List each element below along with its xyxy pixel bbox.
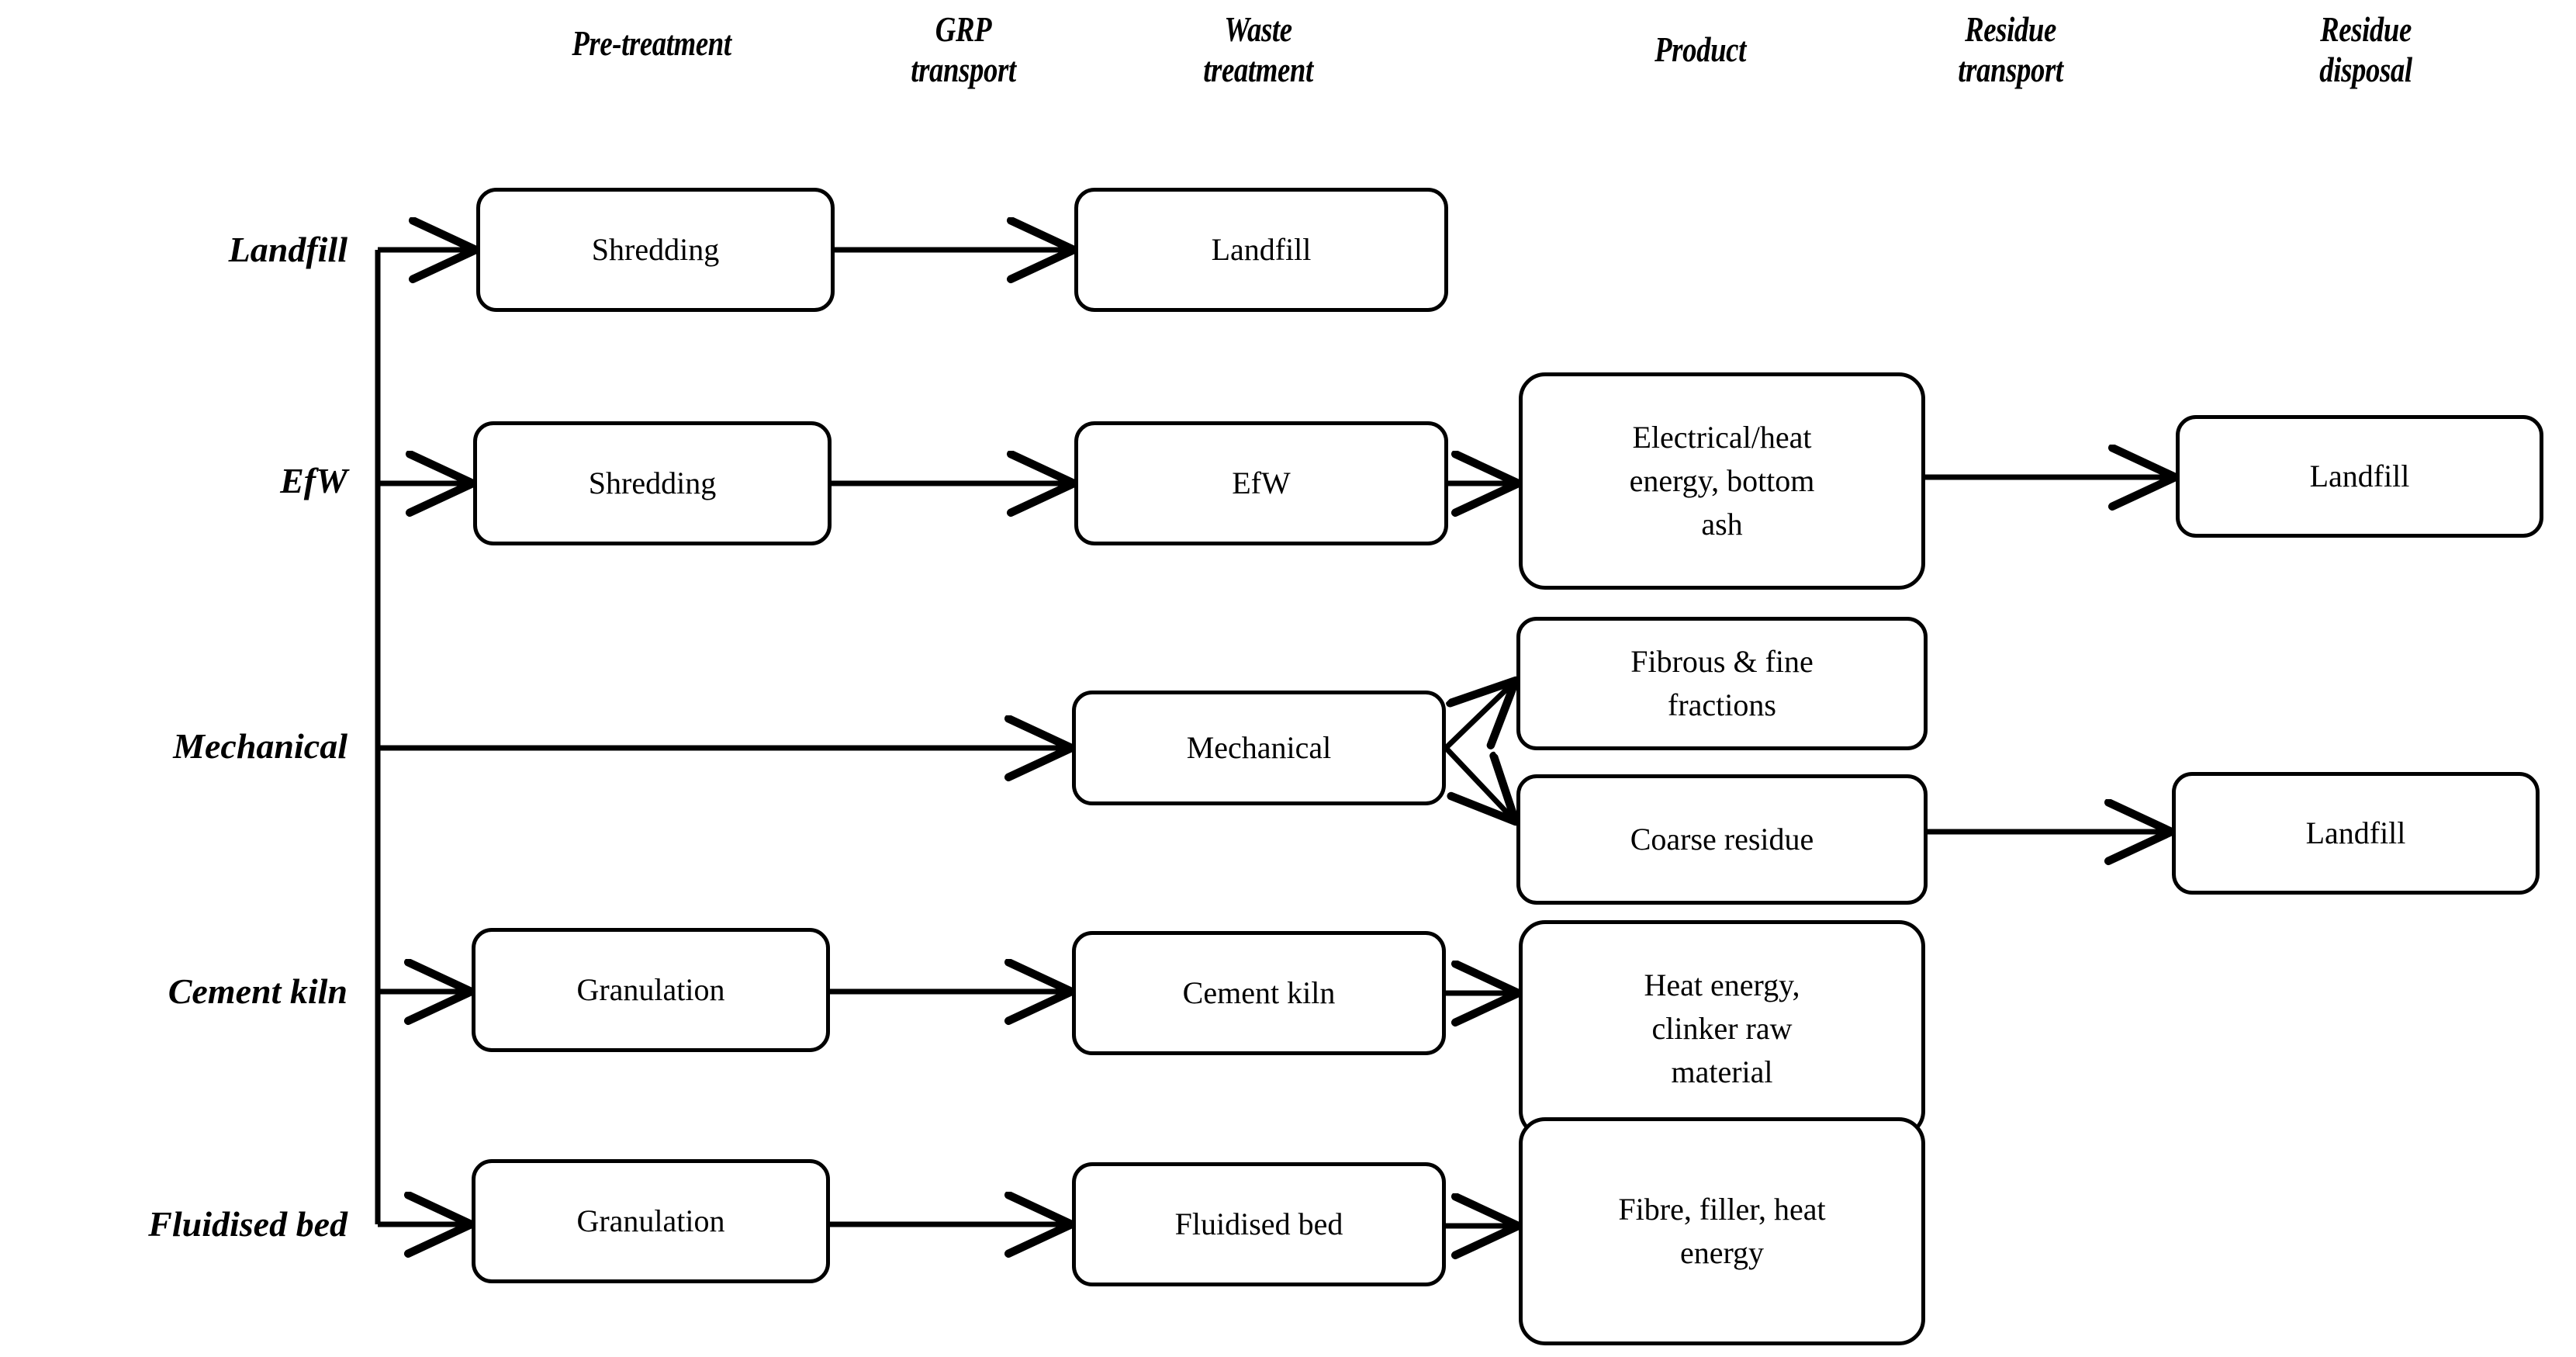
column-header-residue-disposal: Residue disposal	[2319, 9, 2412, 89]
node-landfill-treatment[interactable]: Landfill	[1074, 188, 1448, 312]
row-label-landfill: Landfill	[228, 230, 348, 269]
node-label: Shredding	[591, 232, 720, 267]
node-label: EfW	[1232, 466, 1291, 500]
node-mechanical-treatment[interactable]: Mechanical	[1072, 691, 1446, 805]
node-label: Mechanical	[1186, 730, 1332, 765]
node-cement-product[interactable]: Heat energy, clinker raw material	[1519, 920, 1925, 1137]
node-granulation-fluidised[interactable]: Granulation	[472, 1159, 830, 1283]
column-header-residue-transport: Residue transport	[1958, 9, 2063, 89]
column-header-grp-transport: GRP transport	[911, 9, 1016, 89]
row-label-mechanical: Mechanical	[173, 726, 348, 766]
node-shredding-landfill[interactable]: Shredding	[476, 188, 835, 312]
node-label: Landfill	[2309, 459, 2410, 493]
row-label-cement-kiln: Cement kiln	[168, 971, 348, 1011]
connector-mechanical-to-coarse	[1444, 746, 1515, 821]
column-header-product: Product	[1655, 29, 1746, 69]
node-efw-product[interactable]: Electrical/heat energy, bottom ash	[1519, 372, 1925, 590]
node-fluidised-bed-treatment[interactable]: Fluidised bed	[1072, 1162, 1446, 1286]
column-header-pre-treatment: Pre-treatment	[572, 23, 731, 63]
node-label: Coarse residue	[1630, 822, 1814, 857]
node-label: Electrical/heat energy, bottom ash	[1629, 420, 1815, 542]
column-header-waste-treatment: Waste treatment	[1203, 9, 1313, 89]
node-label: Landfill	[1211, 232, 1312, 267]
node-label: Granulation	[576, 972, 725, 1007]
node-efw-treatment[interactable]: EfW	[1074, 421, 1448, 545]
node-coarse-residue[interactable]: Coarse residue	[1516, 774, 1928, 905]
node-label: Shredding	[588, 466, 717, 500]
node-cement-kiln-treatment[interactable]: Cement kiln	[1072, 931, 1446, 1055]
row-label-efw: EfW	[280, 461, 348, 500]
node-coarse-residue-landfill[interactable]: Landfill	[2172, 772, 2540, 895]
node-label: Heat energy, clinker raw material	[1644, 968, 1800, 1089]
node-label: Landfill	[2305, 815, 2406, 850]
node-fibrous-fine-fractions[interactable]: Fibrous & fine fractions	[1516, 617, 1928, 750]
row-label-fluidised-bed: Fluidised bed	[148, 1204, 348, 1244]
node-label: Fluidised bed	[1174, 1206, 1343, 1241]
node-label: Granulation	[576, 1203, 725, 1238]
node-label: Fibre, filler, heat energy	[1618, 1192, 1826, 1270]
node-label: Cement kiln	[1182, 975, 1336, 1010]
connector-mechanical-to-fibrous	[1444, 681, 1515, 750]
node-shredding-efw[interactable]: Shredding	[473, 421, 832, 545]
node-granulation-cement[interactable]: Granulation	[472, 928, 830, 1052]
node-fluidised-product[interactable]: Fibre, filler, heat energy	[1519, 1117, 1925, 1345]
node-efw-residue-landfill[interactable]: Landfill	[2176, 415, 2543, 538]
node-label: Fibrous & fine fractions	[1630, 644, 1814, 722]
